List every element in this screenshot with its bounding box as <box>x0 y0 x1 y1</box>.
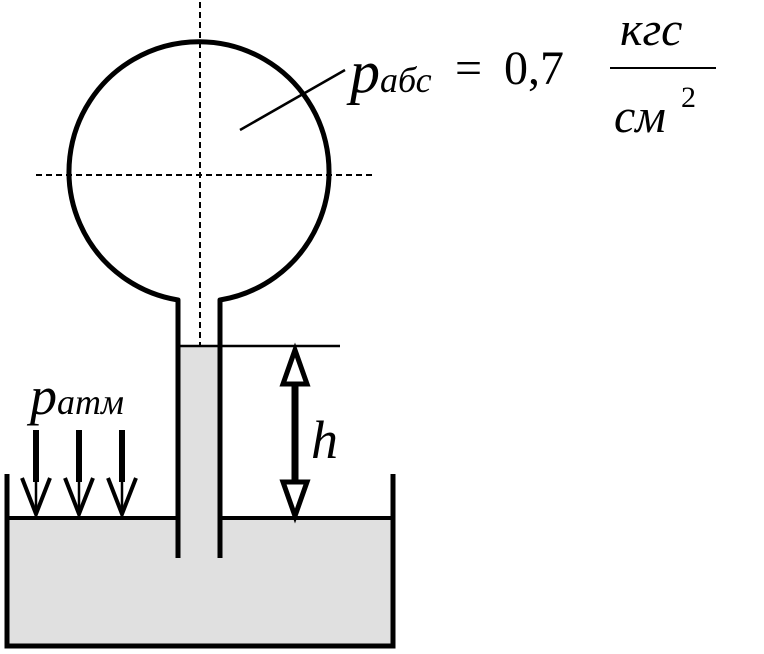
unit-denominator-exponent: 2 <box>681 81 696 114</box>
reservoir-walls <box>4 474 396 649</box>
atm-arrow <box>20 430 52 520</box>
p-abs-leader-line <box>239 68 346 132</box>
height-arrow-bottom <box>279 479 311 524</box>
atm-arrow <box>63 430 95 520</box>
p-atm-label: pатм <box>26 366 124 426</box>
reservoir-liquid <box>7 518 393 646</box>
height-dimension <box>279 342 311 524</box>
height-arrow-top <box>279 342 311 387</box>
atm-pressure-arrows <box>20 430 138 520</box>
atm-arrow <box>106 430 138 520</box>
tube-liquid-column <box>178 346 220 520</box>
p-abs-value: 0,7 <box>504 42 564 95</box>
p-abs-label: pабс <box>346 39 432 105</box>
p-abs-subscript: абс <box>380 60 432 100</box>
p-abs-symbol: p <box>346 39 380 105</box>
p-atm-subscript: атм <box>57 382 124 422</box>
height-label: h <box>311 410 338 470</box>
bulb-and-tube-outline <box>66 39 332 558</box>
p-atm-symbol: p <box>26 366 57 426</box>
unit-denominator-base: см <box>614 90 666 143</box>
unit-numerator: кгс <box>620 3 682 56</box>
equals-sign: = <box>455 42 482 95</box>
